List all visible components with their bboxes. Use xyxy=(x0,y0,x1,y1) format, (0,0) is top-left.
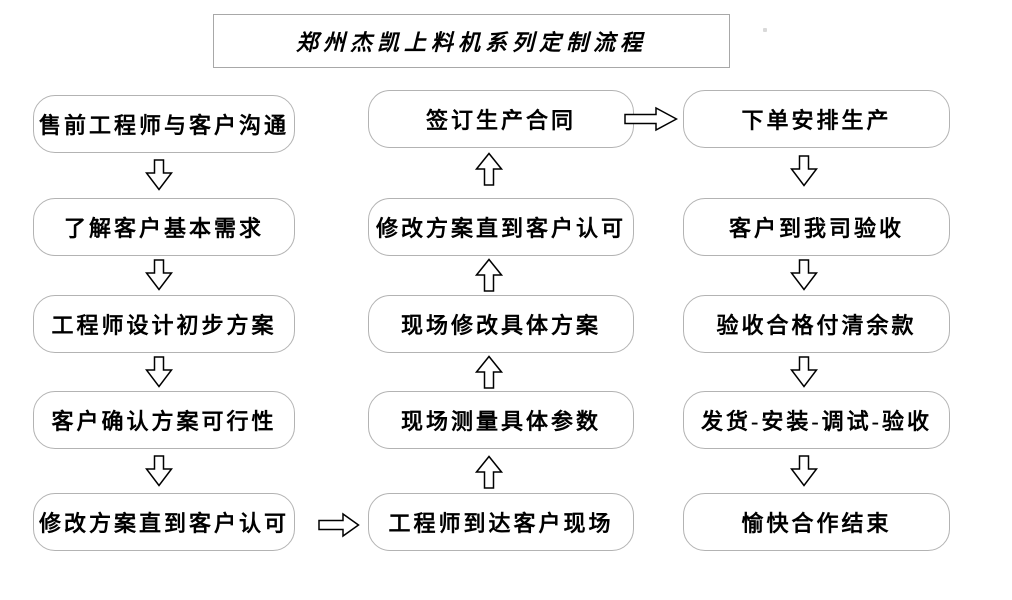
flow-step-box: 签订生产合同 xyxy=(368,90,634,148)
arrow-up-icon xyxy=(475,355,503,389)
flow-step-box: 修改方案直到客户认可 xyxy=(33,493,295,551)
arrow-up-icon xyxy=(475,455,503,489)
flow-step-box: 发货-安装-调试-验收 xyxy=(683,391,950,449)
flow-step-box: 工程师到达客户现场 xyxy=(368,493,634,551)
flow-step-box: 现场测量具体参数 xyxy=(368,391,634,449)
flow-step-box: 售前工程师与客户沟通 xyxy=(33,95,295,153)
arrow-down-icon xyxy=(145,356,173,388)
flow-step-box: 愉快合作结束 xyxy=(683,493,950,551)
arrow-down-icon xyxy=(790,155,818,187)
flow-step-box: 修改方案直到客户认可 xyxy=(368,198,634,256)
arrow-down-icon xyxy=(145,159,173,191)
arrow-right-icon xyxy=(318,512,360,538)
flow-step-box: 了解客户基本需求 xyxy=(33,198,295,256)
arrow-down-icon xyxy=(790,259,818,291)
diagram-title: 郑州杰凯上料机系列定制流程 xyxy=(295,30,647,55)
arrow-up-icon xyxy=(475,152,503,186)
arrow-down-icon xyxy=(145,455,173,487)
stray-mark xyxy=(763,28,767,32)
flow-step-box: 验收合格付清余款 xyxy=(683,295,950,353)
flow-step-box: 客户确认方案可行性 xyxy=(33,391,295,449)
flow-step-box: 下单安排生产 xyxy=(683,90,950,148)
arrow-up-icon xyxy=(475,258,503,292)
flow-step-box: 现场修改具体方案 xyxy=(368,295,634,353)
arrow-right-icon xyxy=(624,106,678,132)
arrow-down-icon xyxy=(790,455,818,487)
flow-step-box: 客户到我司验收 xyxy=(683,198,950,256)
arrow-down-icon xyxy=(790,356,818,388)
flow-step-box: 工程师设计初步方案 xyxy=(33,295,295,353)
arrow-down-icon xyxy=(145,259,173,291)
diagram-title-box: 郑州杰凯上料机系列定制流程 xyxy=(213,14,730,68)
